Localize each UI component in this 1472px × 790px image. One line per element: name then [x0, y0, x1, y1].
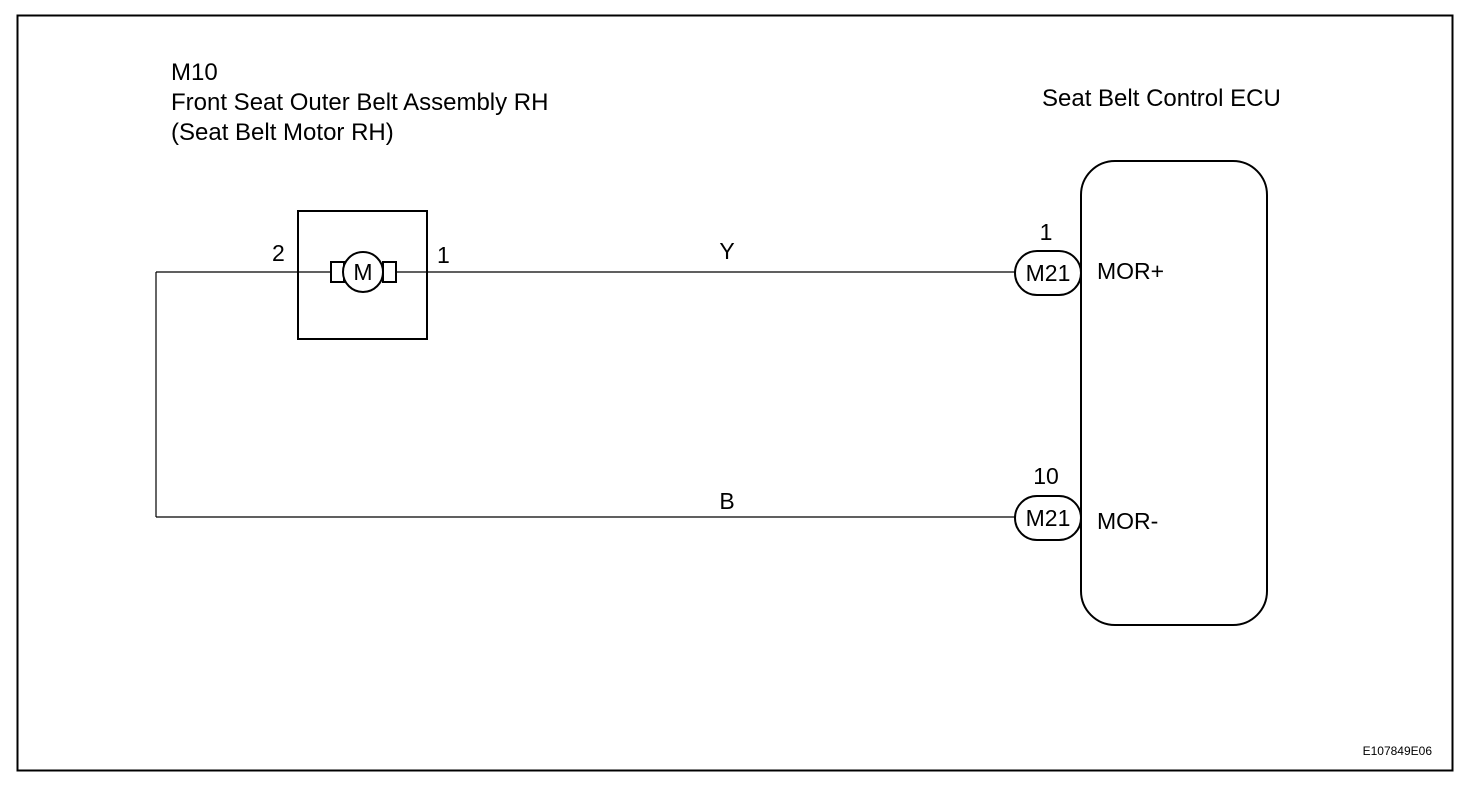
terminal-signal-mor-minus: MOR- [1097, 508, 1158, 534]
motor-component-box [297, 210, 428, 340]
motor-symbol-circle [342, 251, 384, 293]
component-subname: (Seat Belt Motor RH) [171, 119, 394, 146]
figure-id: E107849E06 [1363, 744, 1433, 758]
component-pin-right: 1 [437, 242, 450, 268]
terminal-pin-number-10: 10 [1033, 463, 1059, 489]
terminal-signal-mor-plus: MOR+ [1097, 258, 1164, 284]
wire-color-code-b: B [719, 488, 734, 514]
connector-label-pin1: M21 [1026, 260, 1071, 286]
motor-brush-right [382, 261, 397, 283]
component-name: Front Seat Outer Belt Assembly RH [171, 89, 548, 116]
connector-label-pin10: M21 [1026, 505, 1071, 531]
ecu-name: Seat Belt Control ECU [1042, 85, 1281, 112]
wire-color-code-y: Y [719, 238, 734, 264]
motor-symbol-letter: M [353, 259, 372, 285]
terminal-pin-number-1: 1 [1040, 219, 1053, 245]
component-code: M10 [171, 59, 218, 86]
diagram-frame [16, 14, 1454, 772]
component-pin-left: 2 [272, 240, 285, 266]
connector-m21-pin10 [1014, 495, 1082, 541]
ecu-body [1080, 160, 1268, 626]
connector-m21-pin1 [1014, 250, 1082, 296]
